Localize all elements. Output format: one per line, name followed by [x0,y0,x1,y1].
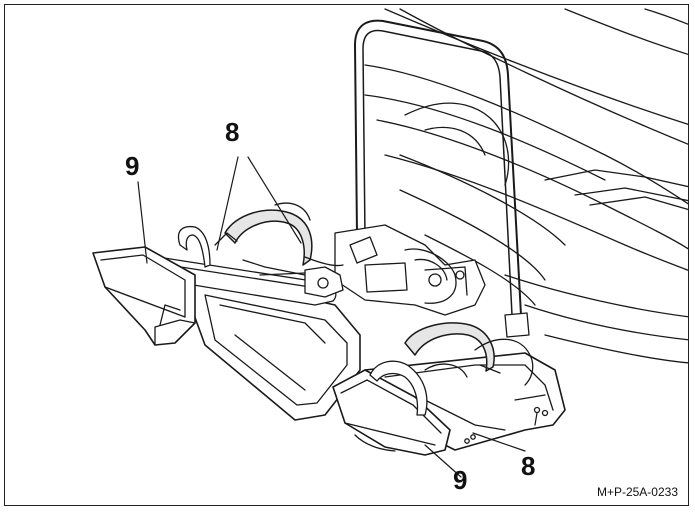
bike-carrier-drawing [92,8,688,478]
leader-lines [137,156,538,478]
tail-light-left [92,246,196,346]
wheel-holder-lower [369,360,468,416]
callout-9-top-left: 9 [125,151,140,181]
wheel-strap-lower [404,322,534,386]
wheel-holder-upper [177,225,344,298]
callout-9-bottom: 9 [453,465,468,495]
wheel-strap-upper [214,202,344,276]
illustration-frame: 8 9 8 9 M+P-25A-0233 [4,4,689,506]
callout-8-bottom: 8 [521,451,536,481]
car-rear [364,8,688,364]
hitch-mechanism [334,224,486,316]
tail-light-right [332,369,451,456]
callout-8-top: 8 [225,117,240,147]
carrier-frame-arch [354,19,530,338]
figure-reference-code: M+P-25A-0233 [596,485,678,499]
